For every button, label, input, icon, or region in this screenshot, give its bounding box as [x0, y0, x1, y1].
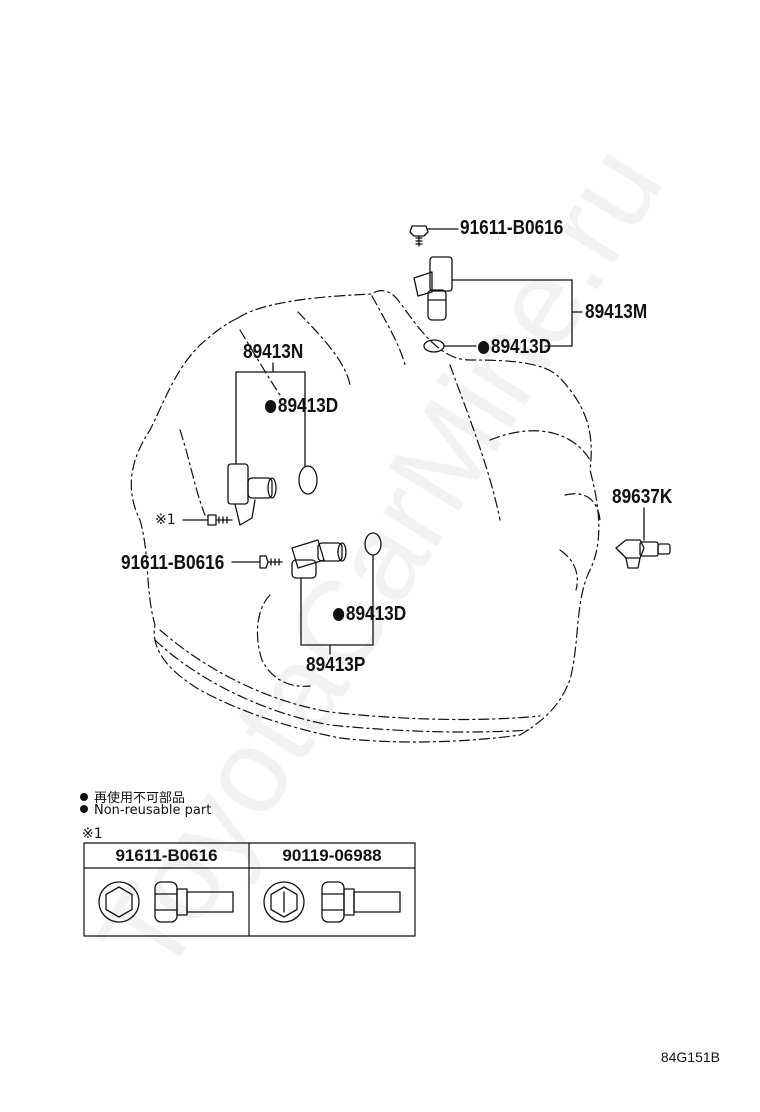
label-bolt-top: 91611-B0616 — [460, 217, 564, 239]
callout-89413p-lines — [300, 555, 374, 655]
transmission-housing-outline — [130, 290, 601, 743]
table-header-2: 90119-06988 — [282, 846, 382, 865]
oring-89413d-left-icon — [298, 465, 318, 495]
bullet-icon — [80, 805, 88, 813]
oring-89413d-bottom-icon — [364, 532, 382, 556]
label-sensor-89413n: 89413N — [243, 341, 304, 363]
note-mark-bolt: ※1 — [155, 512, 176, 528]
label-oring-m: 89413D — [478, 336, 551, 359]
legend-jp: 再使用不可部品 — [80, 787, 185, 806]
bolt-top-icon — [409, 225, 459, 247]
callout-89413n-lines — [235, 362, 306, 467]
label-oring-n: 89413D — [265, 395, 338, 418]
sensor-89413m-icon — [413, 256, 583, 347]
cross-bolt-head-icon — [263, 881, 305, 923]
bolt-note1-icon — [182, 514, 233, 526]
sensor-89413p-icon — [291, 539, 347, 579]
note-mark-table: ※1 — [82, 826, 103, 842]
bullet-icon — [80, 793, 88, 801]
label-sensor-89413m: 89413M — [585, 301, 648, 323]
diagram-reference: 84G151B — [660, 1049, 720, 1065]
hex-bolt-head-icon — [98, 881, 140, 923]
table-header-1: 91611-B0616 — [115, 846, 218, 865]
hex-bolt-side-icon — [154, 881, 234, 923]
legend-en: Non-reusable part — [80, 803, 211, 818]
oring-89413d-top-icon — [423, 339, 477, 353]
cross-bolt-side-icon — [321, 881, 401, 923]
label-sensor-89413p: 89413P — [306, 654, 366, 676]
bolt-type-table — [83, 842, 416, 937]
label-switch-89637k: 89637K — [612, 486, 673, 508]
label-oring-p: 89413D — [333, 603, 406, 626]
label-bolt-left: 91611-B0616 — [121, 552, 225, 574]
switch-89637k-icon — [615, 507, 671, 569]
bolt-left-icon — [231, 555, 283, 569]
sensor-89413n-icon — [227, 463, 277, 526]
